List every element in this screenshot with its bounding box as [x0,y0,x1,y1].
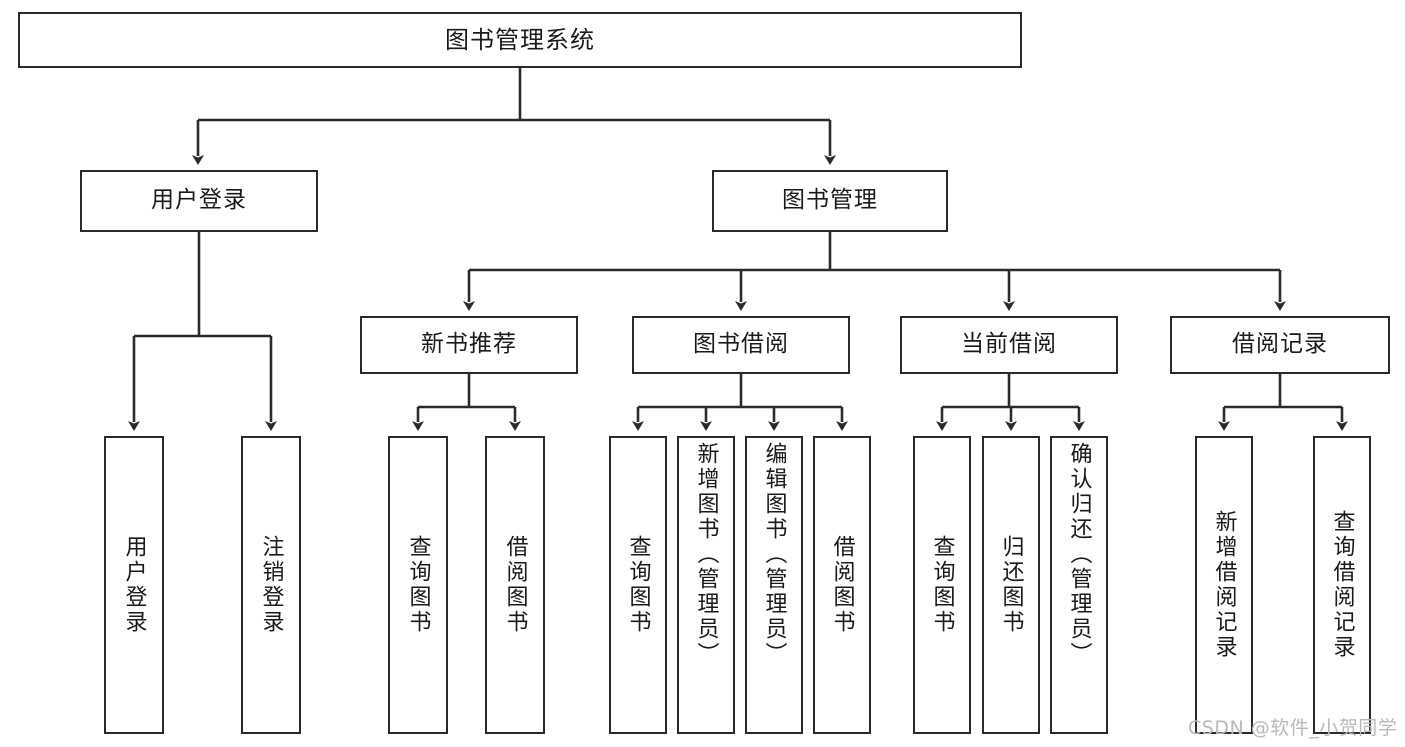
node-current-borrow[interactable]: 当前借阅 [900,316,1118,374]
node-label: 查询图书 [625,535,651,635]
node-book-borrow[interactable]: 图书借阅 [632,316,850,374]
node-label: 编辑图书（管理员） [761,442,787,667]
node-label: 用户登录 [121,535,147,635]
node-leaf-query-borrow-record[interactable]: 查询借阅记录 [1313,436,1371,734]
node-leaf-query-book-current[interactable]: 查询图书 [913,436,971,734]
node-label: 查询借阅记录 [1329,510,1355,660]
node-label: 确认归还（管理员） [1066,442,1092,667]
node-label: 查询图书 [405,535,431,635]
node-label: 用户登录 [151,187,247,214]
node-leaf-add-borrow-record[interactable]: 新增借阅记录 [1195,436,1253,734]
node-label: 归还图书 [998,535,1024,635]
node-leaf-edit-book-admin[interactable]: 编辑图书（管理员） [745,436,803,734]
node-leaf-borrow-book-recommend[interactable]: 借阅图书 [485,436,545,734]
node-label: 图书管理系统 [445,25,595,54]
node-label: 当前借阅 [961,331,1057,358]
node-book-manage[interactable]: 图书管理 [712,170,948,232]
node-label: 借阅图书 [502,535,528,635]
node-label: 注销登录 [258,535,284,635]
node-leaf-query-book-borrow[interactable]: 查询图书 [609,436,667,734]
node-label: 新书推荐 [421,331,517,358]
node-leaf-add-book-admin[interactable]: 新增图书（管理员） [677,436,735,734]
node-leaf-return-book[interactable]: 归还图书 [982,436,1040,734]
node-new-book-recommend[interactable]: 新书推荐 [360,316,578,374]
node-label: 图书管理 [782,187,878,214]
node-leaf-user-login[interactable]: 用户登录 [104,436,164,734]
node-leaf-borrow-book[interactable]: 借阅图书 [813,436,871,734]
node-label: 查询图书 [929,535,955,635]
node-label: 借阅图书 [829,535,855,635]
node-user-login[interactable]: 用户登录 [80,170,318,232]
node-leaf-confirm-return-admin[interactable]: 确认归还（管理员） [1050,436,1108,734]
node-leaf-user-logout[interactable]: 注销登录 [241,436,301,734]
node-borrow-record[interactable]: 借阅记录 [1170,316,1390,374]
node-leaf-query-book-recommend[interactable]: 查询图书 [388,436,448,734]
csdn-watermark: CSDN @软件_小贺同学 [1188,717,1398,739]
node-book-management-system[interactable]: 图书管理系统 [18,12,1022,68]
node-label: 借阅记录 [1232,331,1328,358]
node-label: 新增借阅记录 [1211,510,1237,660]
node-label: 新增图书（管理员） [693,442,719,667]
node-label: 图书借阅 [693,331,789,358]
